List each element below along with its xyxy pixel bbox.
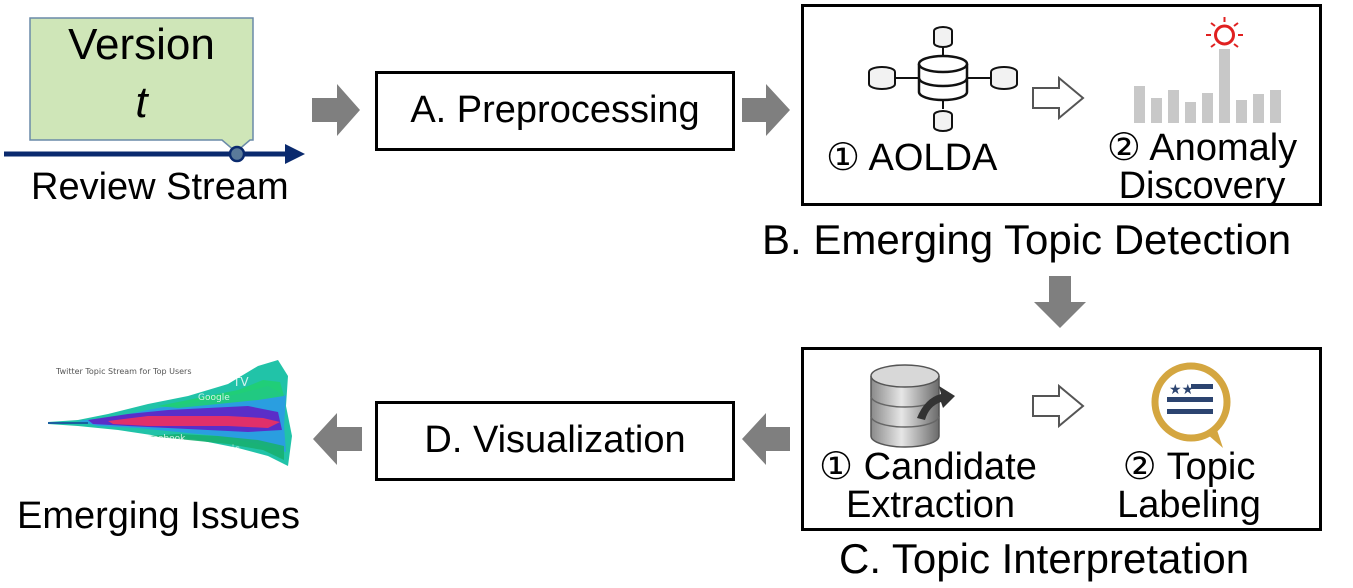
thumbnail-word-facebook: Facebook [143, 434, 186, 444]
thumbnail-title: Twitter Topic Stream for Top Users [55, 367, 192, 376]
thumbnail-word-seesmic: Seesmic [198, 444, 240, 455]
step-d-box: D. Visualization [375, 401, 735, 481]
thumbnail-word-google: Google [198, 393, 230, 403]
version-callout-line2: t [135, 78, 148, 127]
step-c-title: C. Topic Interpretation [839, 535, 1250, 582]
svg-text:★★: ★★ [1169, 382, 1194, 398]
version-callout-line1: Version [68, 20, 215, 69]
arrow-c-to-d [742, 413, 790, 465]
database-extract-icon [870, 364, 955, 448]
step-b-box: ① AOLDA ② Anomaly Discovery [801, 4, 1322, 207]
step-c-sub2-line2: Labeling [1117, 484, 1261, 526]
anomaly-bars-icon [1134, 17, 1281, 123]
step-c-sub2-line1: ② Topic [1122, 446, 1256, 488]
hollow-arrow-icon [1032, 75, 1085, 121]
topic-label-icon: ★★ [1151, 362, 1231, 448]
step-d-label: D. Visualization [424, 419, 686, 461]
database-network-icon [868, 26, 1018, 132]
topic-stream-thumbnail: TV Google Facebook Seesmic Twitter Topic… [48, 360, 292, 466]
arrow-a-to-b [742, 84, 790, 136]
step-c-sub1-line2: Extraction [846, 484, 1015, 526]
version-marker [228, 145, 246, 163]
review-stream-label: Review Stream [31, 166, 289, 208]
step-b-sub2-line1: ② Anomaly [1106, 127, 1298, 169]
arrow-b-to-c [1034, 276, 1086, 328]
step-b-sub2-line2: Discovery [1118, 165, 1286, 207]
step-b-sub1-label: ① AOLDA [826, 137, 998, 179]
arrow-d-to-output [313, 413, 362, 465]
emerging-issues-label: Emerging Issues [17, 495, 301, 537]
hollow-arrow-icon-2 [1032, 383, 1085, 429]
step-a-box: A. Preprocessing [375, 71, 735, 151]
thumbnail-word-tv: TV [232, 375, 249, 389]
arrow-stream-to-a [312, 84, 360, 136]
step-c-box: ★★ ① Candidate Extraction ② Topic Labeli… [801, 347, 1322, 531]
step-b-title: B. Emerging Topic Detection [762, 216, 1292, 263]
review-stream-arrowhead [285, 144, 305, 164]
step-a-label: A. Preprocessing [410, 89, 700, 131]
step-c-sub1-line1: ① Candidate [819, 446, 1037, 488]
